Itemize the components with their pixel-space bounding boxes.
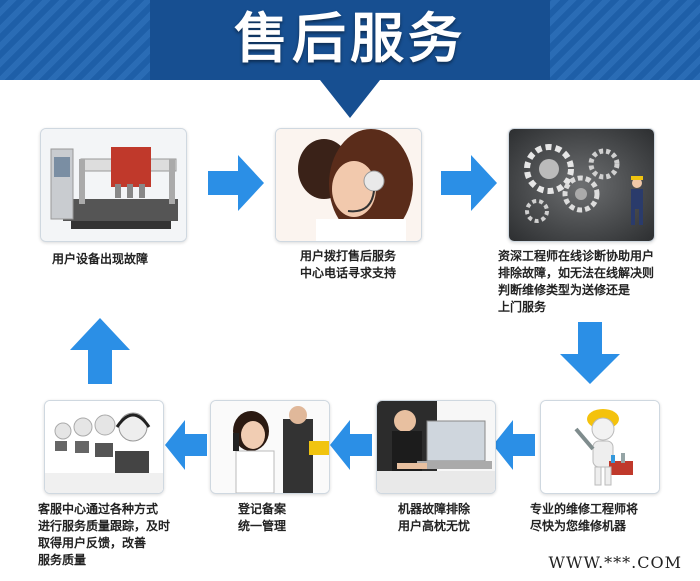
step-2-hotline-image: [275, 128, 422, 242]
headset-agents-icon: [45, 401, 163, 493]
step-5-resolved-image: [376, 400, 496, 494]
arrow-right-icon: [441, 155, 497, 211]
step-4-repair-image: [540, 400, 660, 494]
arrow-up-icon: [70, 318, 130, 384]
page-title: 售后服务: [234, 7, 466, 70]
watermark-text: WWW.***.COM: [548, 553, 682, 572]
step-2-caption: 用户拨打售后服务 中心电话寻求支持: [300, 249, 397, 280]
step-3-diagnosis-image: [508, 128, 655, 242]
office-staff-phone-icon: [211, 401, 329, 493]
laptop-user-icon: [377, 401, 495, 493]
arrow-left-icon: [493, 420, 535, 470]
repair-worker-icon: [541, 401, 659, 493]
arrow-down-icon: [560, 322, 620, 384]
step-6-registration-image: [210, 400, 330, 494]
step-7-caption: 客服中心通过各种方式 进行服务质量跟踪，及时 取得用户反馈，改善 服务质量: [38, 502, 171, 567]
step-1-machine-image: [40, 128, 187, 242]
step-5-caption: 机器故障排除 用户高枕无忧: [398, 502, 471, 533]
arrow-right-icon: [208, 155, 264, 211]
step-1-caption: 用户设备出现故障: [52, 252, 149, 266]
step-4-caption: 专业的维修工程师将 尽快为您维修机器: [530, 502, 639, 533]
arrow-left-icon: [165, 420, 207, 470]
banner-pointer: [150, 0, 550, 118]
customer-service-agent-icon: [276, 129, 421, 241]
cnc-machine-icon: [41, 129, 186, 241]
gears-engineer-icon: [509, 129, 654, 241]
step-7-tracking-image: [44, 400, 164, 494]
step-6-caption: 登记备案 统一管理: [238, 502, 287, 533]
arrow-left-icon: [330, 420, 372, 470]
step-3-caption: 资深工程师在线诊断协助用户 排除故障，如无法在线解决则 判断维修类型为送修还是 …: [498, 249, 655, 314]
